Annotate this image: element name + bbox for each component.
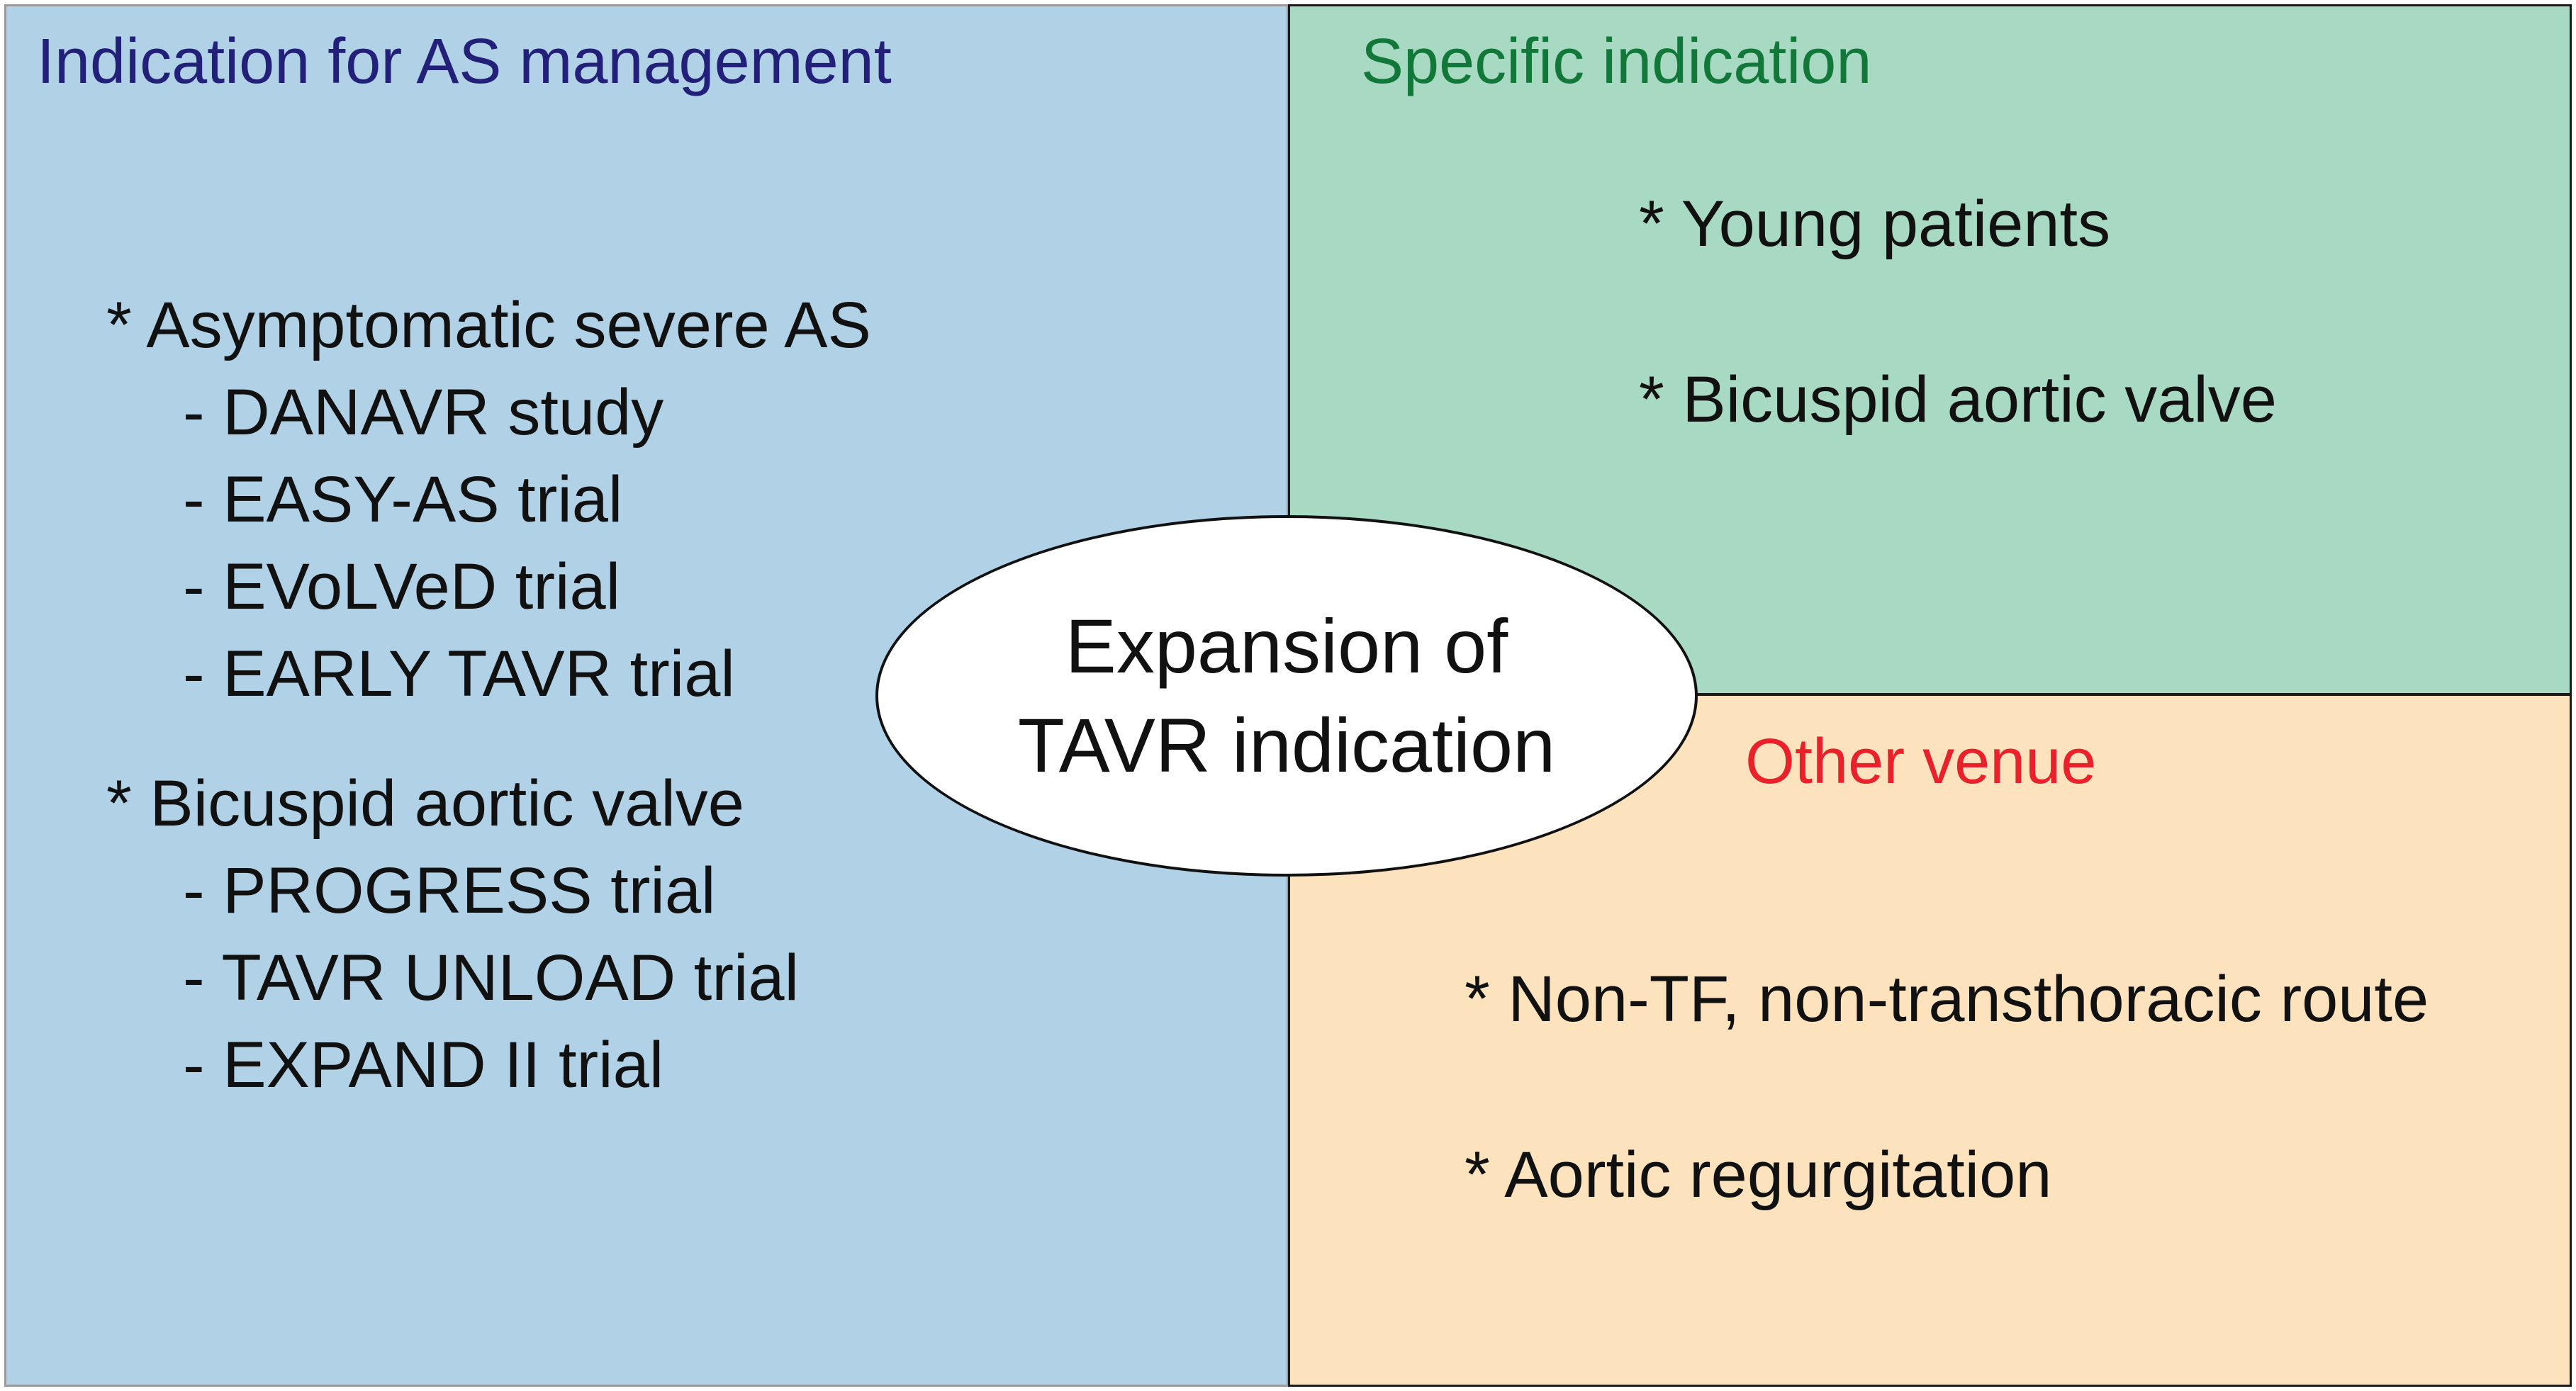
list-item-easy-as: - EASY-AS trial bbox=[183, 463, 623, 536]
list-item-danavr: - DANAVR study bbox=[183, 376, 664, 449]
list-item-aortic-regurgitation: * Aortic regurgitation bbox=[1465, 1139, 2052, 1211]
list-item-early-tavr: - EARLY TAVR trial bbox=[183, 638, 735, 710]
list-item-tavr-unload: - TAVR UNLOAD trial bbox=[183, 942, 800, 1014]
list-item-expand-ii: - EXPAND II trial bbox=[183, 1029, 664, 1101]
list-item-bicuspid-aortic-valve: * Bicuspid aortic valve bbox=[1639, 364, 2277, 436]
list-item-young-patients: * Young patients bbox=[1639, 188, 2111, 260]
panel-heading-as-management: Indication for AS management bbox=[37, 26, 892, 97]
panel-heading-specific-indication: Specific indication bbox=[1361, 26, 1872, 97]
panel-heading-other-venue: Other venue bbox=[1745, 726, 2097, 797]
list-item-evolved: - EVoLVeD trial bbox=[183, 551, 621, 623]
group-title-bicuspid: * Bicuspid aortic valve bbox=[106, 767, 744, 840]
as-management-list: * Asymptomatic severe AS - DANAVR study … bbox=[106, 282, 871, 1109]
center-label-line1: Expansion of bbox=[1065, 603, 1508, 689]
list-item-progress: - PROGRESS trial bbox=[183, 855, 716, 927]
center-label-line2: TAVR indication bbox=[1017, 702, 1556, 788]
group-title-asymptomatic: * Asymptomatic severe AS bbox=[106, 289, 871, 361]
list-item-non-tf-route: * Non-TF, non-transthoracic route bbox=[1465, 963, 2429, 1035]
center-ellipse: Expansion of TAVR indication bbox=[875, 515, 1698, 877]
